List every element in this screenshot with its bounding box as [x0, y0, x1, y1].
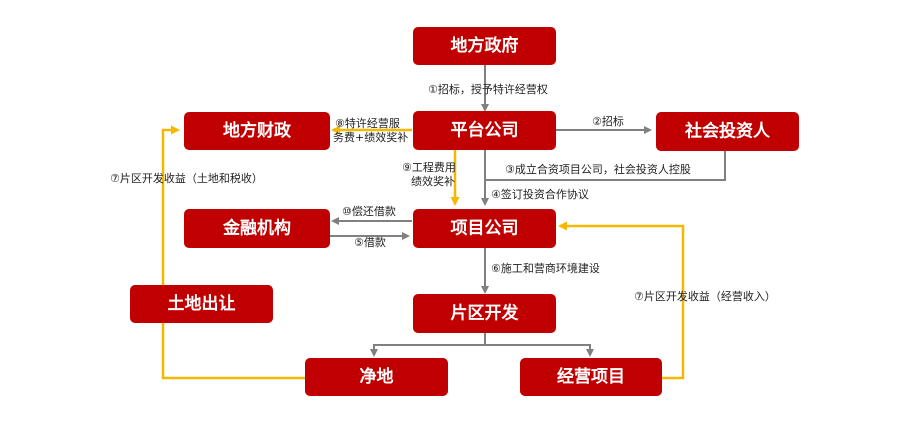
label-step-7-operating: ⑦片区开发收益（经营收入） [634, 289, 776, 303]
label-step-3: ③成立合资项目公司，社会投资人控股 [505, 162, 691, 176]
label-step-9-line2: 绩效奖补 [411, 174, 455, 188]
label-step-5: ⑤借款 [354, 235, 386, 249]
svg-text:社会投资人: 社会投资人 [684, 121, 771, 142]
svg-text:项目公司: 项目公司 [451, 219, 519, 239]
arrow-operating-revenue-to-project [558, 221, 685, 380]
label-step-7-land-tax: ⑦片区开发收益（土地和税收） [110, 171, 263, 185]
svg-text:经营项目: 经营项目 [557, 366, 625, 387]
label-step-6: ⑥施工和营商环境建设 [491, 261, 600, 275]
svg-text:片区开发: 片区开发 [451, 303, 520, 324]
node-local-government: 地方政府 [413, 27, 556, 65]
svg-text:金融机构: 金融机构 [222, 218, 291, 239]
svg-text:平台公司: 平台公司 [451, 120, 519, 141]
arrow-land-revenue-to-finance [161, 125, 305, 380]
node-district-development: 片区开发 [413, 294, 556, 333]
label-step-8-line1: ⑧特许经营服 [335, 116, 400, 130]
node-social-investor: 社会投资人 [656, 112, 799, 151]
label-step-4: ④签订投资合作协议 [491, 187, 589, 201]
node-project-company: 项目公司 [413, 209, 556, 248]
label-step-8-line2: 务费+绩效奖补 [333, 130, 408, 144]
label-step-1: ①招标，授予特许经营权 [428, 82, 548, 96]
node-operating-project: 经营项目 [520, 358, 662, 396]
node-land-sale: 土地出让 [130, 285, 273, 323]
svg-text:土地出让: 土地出让 [168, 293, 236, 314]
svg-text:净地: 净地 [360, 366, 394, 387]
arrow-district-to-operating [485, 344, 594, 357]
svg-text:地方财政: 地方财政 [223, 120, 292, 141]
arrow-district-to-land [370, 333, 486, 357]
node-clean-land: 净地 [305, 358, 448, 396]
svg-text:地方政府: 地方政府 [451, 35, 519, 56]
node-local-finance: 地方财政 [184, 112, 330, 150]
label-step-2: ②招标 [592, 114, 624, 128]
label-step-9-line1: ⑨工程费用 [402, 161, 456, 174]
node-financial-institution: 金融机构 [184, 209, 330, 248]
line-investor-to-project [485, 151, 726, 181]
node-platform-company: 平台公司 [413, 111, 556, 150]
label-step-10: ⑩偿还借款 [342, 204, 396, 218]
